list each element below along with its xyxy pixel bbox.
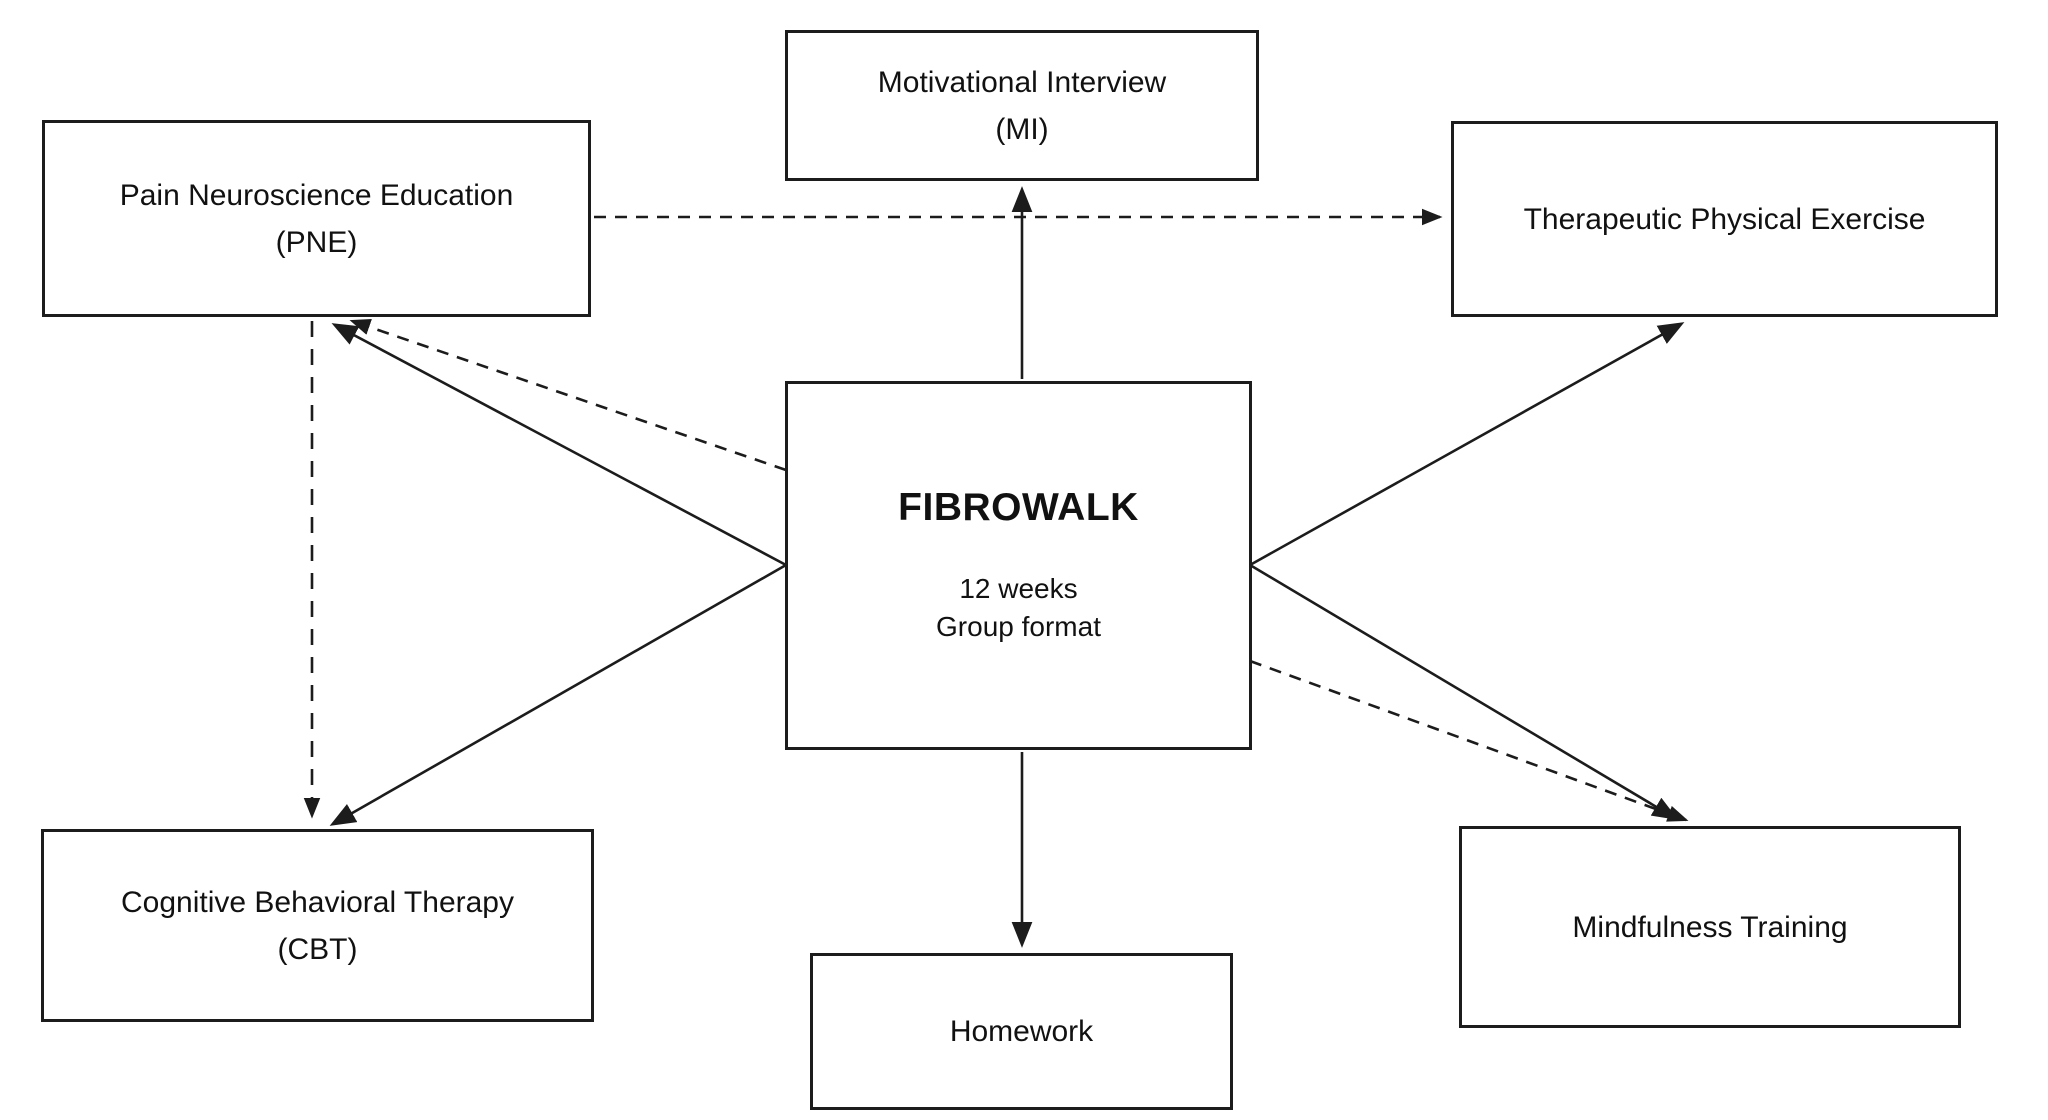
node-pne-label-line2: (PNE) (275, 225, 358, 259)
node-mindfulness-label-line1: Mindfulness Training (1572, 910, 1848, 944)
arrow-fibrowalk-to-mindfulness-solid (1249, 563, 1679, 820)
arrow-fibrowalk-to-tpe-solid (1249, 322, 1685, 567)
arrow-fibrowalk-to-cbt-solid (329, 563, 787, 826)
arrow-fibrowalk-to-mindfulness-dashed (1249, 659, 1689, 822)
node-motivational-interview: Motivational Interview (MI) (785, 30, 1259, 181)
node-tpe-label-line1: Therapeutic Physical Exercise (1523, 202, 1926, 236)
fibrowalk-detail-weeks: 12 weeks (959, 572, 1078, 604)
node-mindfulness-training: Mindfulness Training (1459, 826, 1961, 1028)
node-homework: Homework (810, 953, 1233, 1110)
node-motivational-interview-label-line1: Motivational Interview (877, 65, 1167, 99)
node-fibrowalk: FIBROWALK 12 weeks Group format (785, 381, 1252, 750)
node-cbt-label-line1: Cognitive Behavioral Therapy (120, 885, 514, 919)
node-motivational-interview-label-line2: (MI) (995, 112, 1049, 146)
node-pain-neuroscience-education: Pain Neuroscience Education (PNE) (42, 120, 591, 317)
node-cbt-label-line2: (CBT) (277, 932, 358, 966)
node-cognitive-behavioral-therapy: Cognitive Behavioral Therapy (CBT) (41, 829, 594, 1022)
node-therapeutic-physical-exercise: Therapeutic Physical Exercise (1451, 121, 1998, 317)
fibrowalk-detail-format: Group format (936, 610, 1101, 642)
node-homework-label-line1: Homework (949, 1015, 1094, 1048)
node-pne-label-line1: Pain Neuroscience Education (119, 178, 514, 212)
fibrowalk-title: FIBROWALK (898, 485, 1139, 529)
arrow-fibrowalk-to-pne-dashed (349, 319, 787, 472)
arrow-fibrowalk-to-pne-solid (331, 323, 787, 567)
